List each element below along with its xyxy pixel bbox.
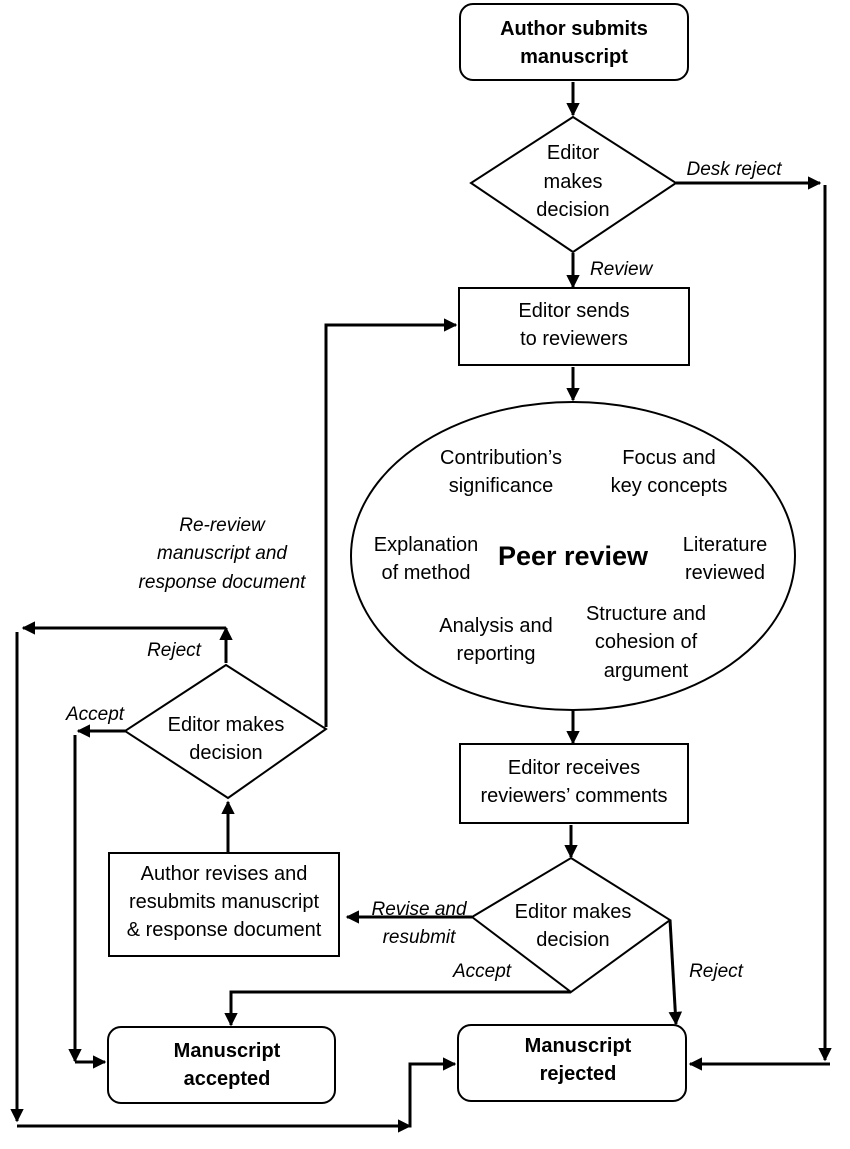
criterion-method-line-1: Explanation bbox=[374, 534, 479, 556]
criterion-structure-line-2: cohesion of bbox=[595, 631, 698, 653]
rejected-line-2: rejected bbox=[540, 1063, 617, 1085]
decision-1-line-1: Editor bbox=[547, 142, 600, 164]
label-re-review-line-2: manuscript and bbox=[157, 543, 288, 564]
label-accept-bottom: Accept bbox=[452, 961, 512, 982]
peer-review-title: Peer review bbox=[498, 541, 649, 571]
node-editor-receives: Editor receives reviewers’ comments bbox=[459, 743, 689, 824]
decision-3-line-2: decision bbox=[189, 742, 262, 764]
label-re-review-line-3: response document bbox=[139, 572, 307, 593]
editor-sends-line-2: to reviewers bbox=[520, 328, 628, 350]
label-revise-line-2: resubmit bbox=[383, 927, 457, 948]
connectors bbox=[10, 82, 832, 1133]
decision-editor-2: Editor makes decision bbox=[470, 856, 672, 994]
decision-editor-3: Editor makes decision bbox=[123, 663, 328, 800]
label-re-review-line-1: Re-review bbox=[179, 515, 266, 536]
criterion-method-line-2: of method bbox=[382, 562, 471, 584]
label-accept-left: Accept bbox=[65, 704, 125, 725]
author-revises-line-2: resubmits manuscript bbox=[129, 891, 320, 913]
decision-1-line-2: makes bbox=[544, 171, 603, 193]
node-manuscript-accepted: Manuscript accepted bbox=[107, 1026, 336, 1104]
criterion-significance-line-2: significance bbox=[449, 475, 554, 497]
decision-2-line-2: decision bbox=[536, 929, 609, 951]
editor-receives-line-2: reviewers’ comments bbox=[480, 785, 667, 807]
criterion-focus-line-2: key concepts bbox=[611, 475, 728, 497]
arrow-accept-to-accepted bbox=[224, 990, 571, 1027]
label-reject-top: Reject bbox=[147, 640, 202, 661]
accepted-line-1: Manuscript bbox=[174, 1040, 281, 1062]
criterion-structure-line-3: argument bbox=[604, 660, 689, 682]
author-revises-line-3: & response document bbox=[127, 919, 322, 941]
node-peer-review: Peer review Contribution’s significance … bbox=[350, 401, 796, 711]
criterion-significance-line-1: Contribution’s bbox=[440, 447, 562, 469]
editor-sends-line-1: Editor sends bbox=[518, 300, 629, 322]
criterion-analysis-line-1: Analysis and bbox=[439, 615, 552, 637]
node-manuscript-rejected: Manuscript rejected bbox=[457, 1024, 687, 1102]
arrow-re-review bbox=[324, 318, 458, 727]
criterion-literature-line-1: Literature bbox=[683, 534, 768, 556]
label-desk-reject: Desk reject bbox=[686, 159, 782, 180]
criterion-structure-line-1: Structure and bbox=[586, 603, 706, 625]
node-author-revises: Author revises and resubmits manuscript … bbox=[108, 852, 340, 957]
rejected-line-1: Manuscript bbox=[525, 1035, 632, 1057]
decision-editor-1: Editor makes decision bbox=[469, 115, 678, 254]
arrow-bottom-to-rejected bbox=[17, 1057, 457, 1128]
edge-labels: Desk reject Review Re-review manuscript … bbox=[65, 159, 782, 982]
node-author-submits: Author submits manuscript bbox=[459, 3, 689, 81]
editor-receives-line-1: Editor receives bbox=[508, 757, 640, 779]
label-reject-bottom: Reject bbox=[689, 961, 744, 982]
decision-1-line-3: decision bbox=[536, 199, 609, 221]
arrow-reject-to-rejected bbox=[668, 919, 683, 1026]
author-revises-line-1: Author revises and bbox=[141, 863, 308, 885]
criterion-analysis-line-2: reporting bbox=[457, 643, 536, 665]
decision-2-line-1: Editor makes bbox=[515, 901, 632, 923]
label-review: Review bbox=[590, 259, 654, 280]
author-submits-line-1: Author submits bbox=[500, 18, 648, 40]
label-revise-line-1: Revise and bbox=[371, 899, 467, 920]
criterion-focus-line-1: Focus and bbox=[622, 447, 715, 469]
decision-3-line-1: Editor makes bbox=[168, 714, 285, 736]
criterion-literature-line-2: reviewed bbox=[685, 562, 765, 584]
accepted-line-2: accepted bbox=[184, 1068, 271, 1090]
node-editor-sends: Editor sends to reviewers bbox=[458, 287, 690, 366]
author-submits-line-2: manuscript bbox=[520, 46, 628, 68]
